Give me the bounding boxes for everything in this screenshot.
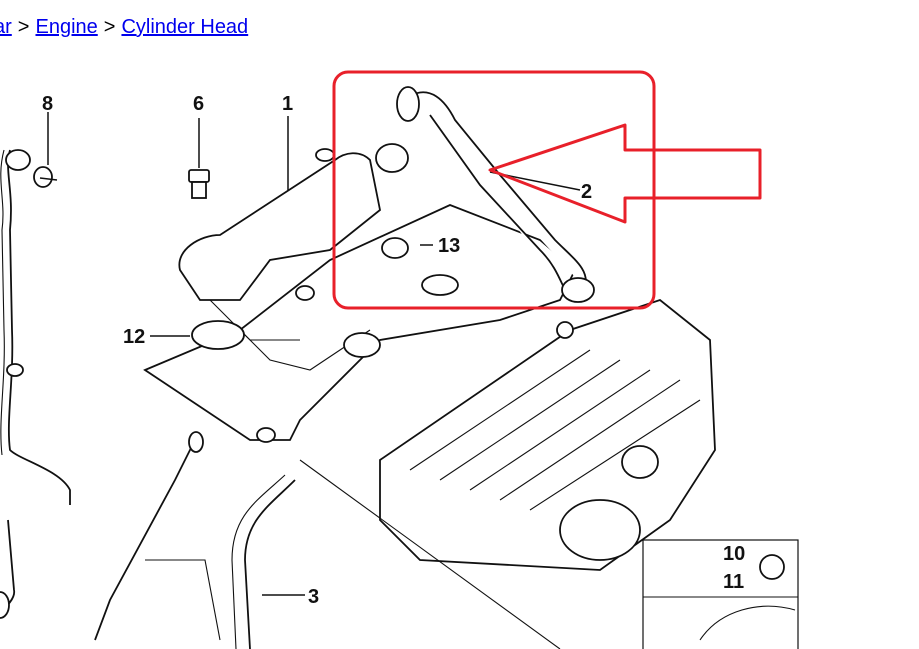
intake-manifold (379, 298, 716, 571)
inset-clamp-box (642, 539, 799, 649)
highlight-box (332, 70, 656, 310)
callout-1: 1 (282, 93, 293, 115)
breadcrumb-separator: > (17, 16, 30, 38)
breadcrumb: ar>Engine>Cylinder Head (0, 16, 248, 39)
callout-6: 6 (193, 93, 204, 115)
callout-3: 3 (308, 586, 319, 608)
breadcrumb-link-car[interactable]: ar (0, 16, 12, 38)
callout-12: 12 (123, 326, 145, 348)
callout-8: 8 (42, 93, 53, 115)
dipstick-hose-part-3 (94, 431, 561, 649)
highlight-arrow (488, 123, 762, 224)
cylinder-head-cover-part-1 (143, 116, 577, 443)
breadcrumb-link-engine[interactable]: Engine (35, 16, 98, 38)
callout-13: 13 (438, 235, 460, 257)
highlight-overlay (332, 70, 762, 310)
callout-2: 2 (581, 181, 592, 203)
pcv-hose-part-2 (396, 86, 595, 303)
breadcrumb-separator: > (103, 16, 116, 38)
breadcrumb-link-cylinder-head[interactable]: Cylinder Head (121, 16, 249, 38)
bolt-part-6 (188, 118, 210, 199)
left-pipe-assembly (0, 149, 71, 619)
callout-11: 11 (723, 571, 744, 593)
callout-10: 10 (723, 543, 745, 565)
